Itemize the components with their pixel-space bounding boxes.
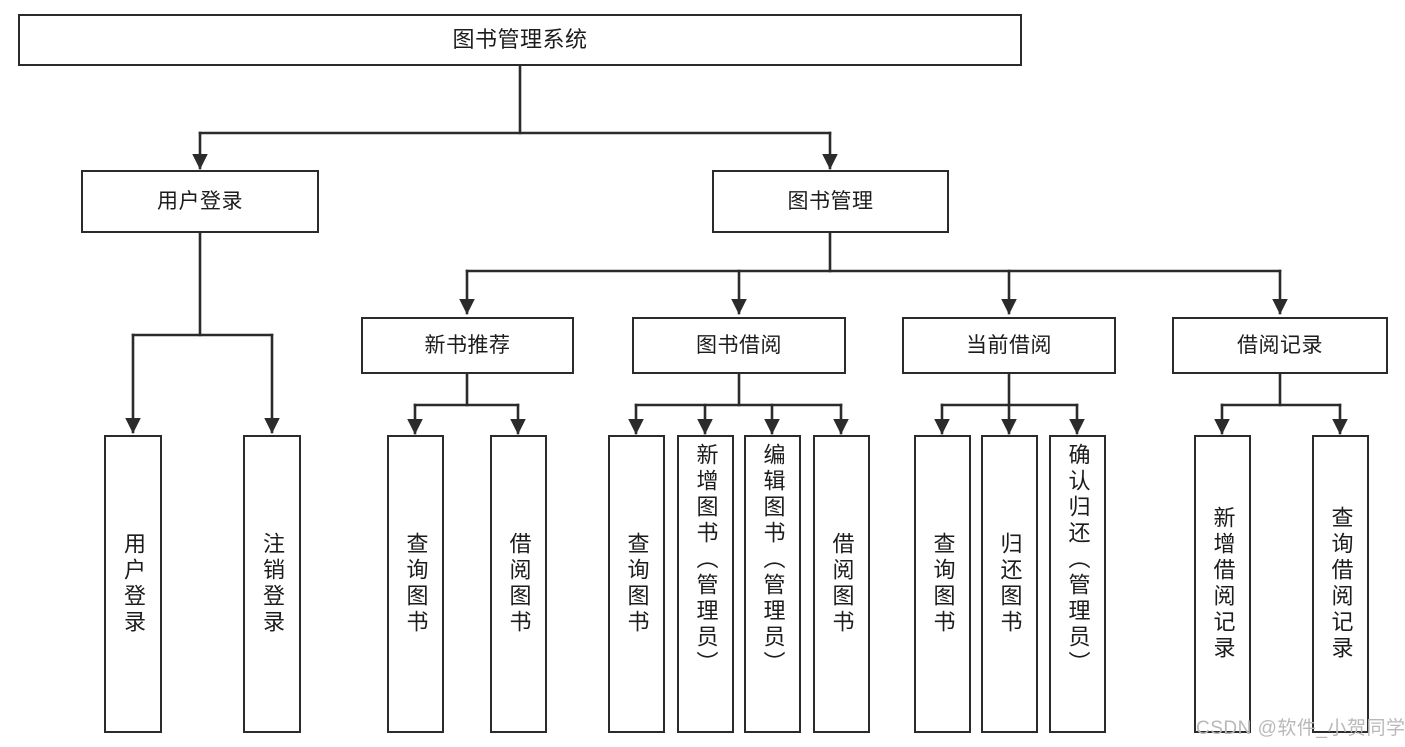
node-current-borrow[interactable]: 当前借阅 <box>902 317 1116 374</box>
node-leaf-confirm-return-label: 确认归还（管理员） <box>1065 443 1091 677</box>
node-leaf-add-book-label: 新增图书（管理员） <box>693 443 719 677</box>
node-leaf-confirm-return[interactable]: 确认归还（管理员） <box>1049 435 1106 733</box>
node-new-book-recommend-label: 新书推荐 <box>424 333 511 357</box>
node-leaf-query-book-1-label: 查询图书 <box>403 532 429 636</box>
node-leaf-query-record-label: 查询借阅记录 <box>1328 506 1354 662</box>
node-leaf-query-record[interactable]: 查询借阅记录 <box>1312 435 1369 733</box>
node-leaf-add-book[interactable]: 新增图书（管理员） <box>677 435 734 733</box>
node-leaf-query-book-3-label: 查询图书 <box>930 532 956 636</box>
csdn-watermark: CSDN @软件_小贺同学 <box>1196 718 1405 739</box>
node-leaf-borrow-book-1-label: 借阅图书 <box>506 532 532 636</box>
node-new-book-recommend[interactable]: 新书推荐 <box>361 317 574 374</box>
node-leaf-return-book-label: 归还图书 <box>997 532 1023 636</box>
node-leaf-logout[interactable]: 注销登录 <box>243 435 301 733</box>
node-leaf-edit-book[interactable]: 编辑图书（管理员） <box>744 435 801 733</box>
node-book-manage-label: 图书管理 <box>787 189 874 213</box>
node-book-borrow[interactable]: 图书借阅 <box>632 317 846 374</box>
node-leaf-add-record-label: 新增借阅记录 <box>1210 506 1236 662</box>
node-leaf-query-book-2[interactable]: 查询图书 <box>608 435 665 733</box>
node-leaf-logout-label: 注销登录 <box>260 532 285 636</box>
node-book-manage[interactable]: 图书管理 <box>712 170 949 233</box>
node-root-label: 图书管理系统 <box>452 26 588 52</box>
node-leaf-borrow-book-1[interactable]: 借阅图书 <box>490 435 547 733</box>
node-leaf-query-book-2-label: 查询图书 <box>624 532 650 636</box>
node-leaf-user-login[interactable]: 用户登录 <box>104 435 162 733</box>
node-leaf-user-login-label: 用户登录 <box>121 532 146 636</box>
node-leaf-edit-book-label: 编辑图书（管理员） <box>760 443 786 677</box>
node-user-login-label: 用户登录 <box>157 189 243 213</box>
node-user-login[interactable]: 用户登录 <box>81 170 319 233</box>
node-leaf-add-record[interactable]: 新增借阅记录 <box>1194 435 1251 733</box>
node-book-borrow-label: 图书借阅 <box>696 333 782 357</box>
node-current-borrow-label: 当前借阅 <box>966 333 1052 357</box>
node-root[interactable]: 图书管理系统 <box>18 14 1022 66</box>
node-leaf-query-book-1[interactable]: 查询图书 <box>387 435 444 733</box>
node-borrow-record-label: 借阅记录 <box>1237 333 1323 357</box>
node-leaf-borrow-book-2[interactable]: 借阅图书 <box>813 435 870 733</box>
node-leaf-borrow-book-2-label: 借阅图书 <box>829 532 855 636</box>
node-leaf-return-book[interactable]: 归还图书 <box>981 435 1038 733</box>
node-leaf-query-book-3[interactable]: 查询图书 <box>914 435 971 733</box>
node-borrow-record[interactable]: 借阅记录 <box>1172 317 1388 374</box>
